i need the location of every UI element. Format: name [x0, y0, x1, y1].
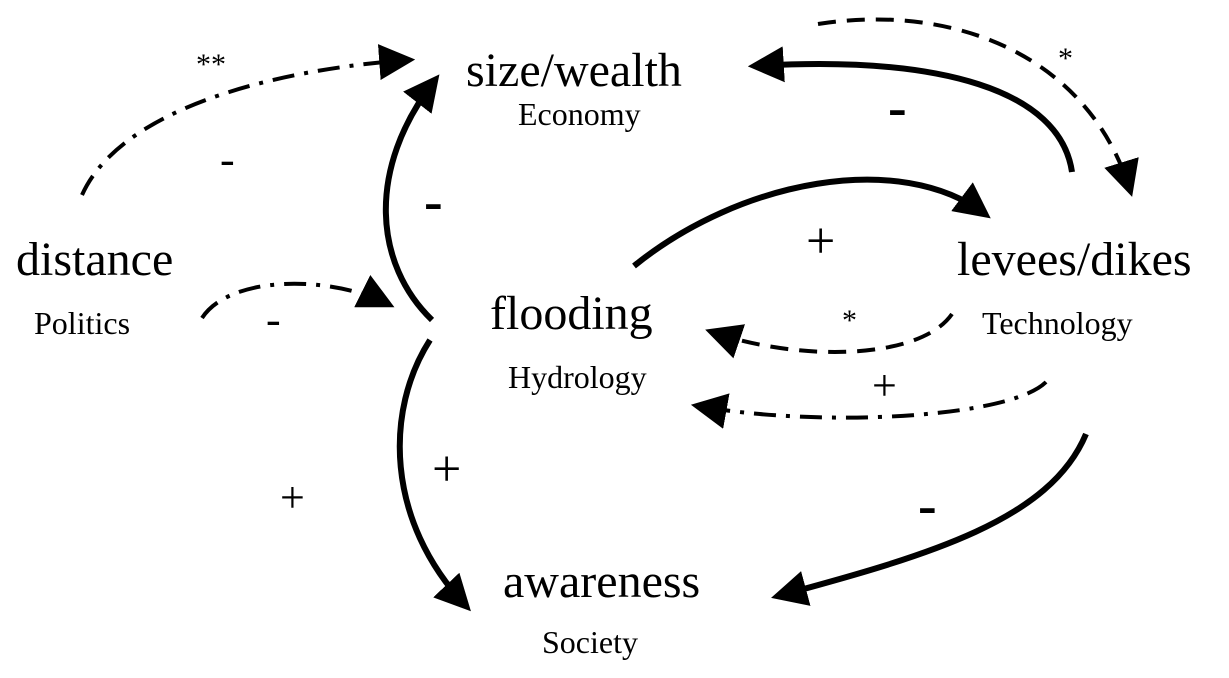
- node-size-wealth-domain: Economy: [518, 96, 641, 132]
- sign-levees-size-wealth: -: [888, 77, 907, 139]
- arrow-flooding-to-levees: [632, 176, 991, 269]
- note-size-wealth-levees: *: [1058, 42, 1073, 75]
- arrow-flooding-to-size-wealth: [382, 74, 440, 323]
- sign-flooding-size-wealth: -: [424, 171, 443, 233]
- arrow-distance-to-flooding: [200, 275, 395, 320]
- arrow-flooding-to-awareness: [396, 338, 471, 612]
- node-levees-dikes-title: levees/dikes: [957, 233, 1192, 286]
- sign-distance-size-wealth: -: [220, 135, 235, 184]
- node-flooding-title: flooding: [490, 287, 653, 340]
- node-flooding-domain: Hydrology: [508, 359, 647, 395]
- sign-levees-flooding-dashdot: +: [872, 361, 897, 410]
- sign-distance-flooding: -: [266, 295, 281, 344]
- arrow-levees-to-size-wealth: [747, 46, 1075, 173]
- node-distance-title: distance: [16, 233, 174, 286]
- arrow-levees-to-flooding-dashed: [705, 312, 954, 359]
- sign-levees-awareness: -: [918, 475, 937, 537]
- sign-flooding-levees: +: [806, 213, 836, 270]
- node-size-wealth-title: size/wealth: [466, 44, 682, 97]
- node-awareness-domain: Society: [542, 624, 638, 660]
- note-distance-size-wealth: **: [196, 48, 226, 81]
- arrow-size-wealth-to-levees: [817, 17, 1139, 197]
- sign-distance-awareness: +: [280, 473, 305, 522]
- node-levees-dikes-domain: Technology: [982, 305, 1133, 341]
- node-awareness-title: awareness: [503, 555, 701, 608]
- node-distance-domain: Politics: [34, 305, 131, 341]
- arrow-distance-to-size-wealth: [80, 44, 416, 196]
- note-levees-flooding-dashed: *: [842, 304, 857, 337]
- arrow-levees-to-flooding-dashdot: [690, 380, 1048, 429]
- sign-flooding-awareness: +: [432, 441, 462, 498]
- arrow-levees-to-awareness: [771, 432, 1089, 606]
